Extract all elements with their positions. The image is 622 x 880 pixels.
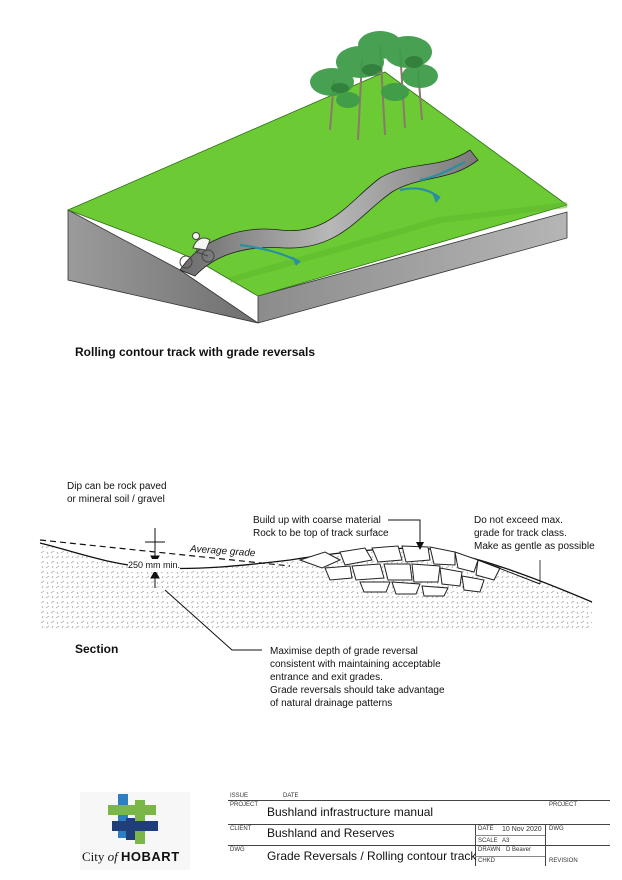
scale-label: SCALE xyxy=(478,838,498,844)
section-label: Section xyxy=(75,642,119,656)
date-label-2: DATE xyxy=(478,826,494,832)
date-label: DATE xyxy=(283,793,299,799)
dwg-label: DWG xyxy=(230,847,245,853)
trees-icon xyxy=(310,31,438,141)
scale-value: A3 xyxy=(502,838,510,844)
label-depth: 250 mm min. xyxy=(128,559,181,572)
drawn-value: D Beaver xyxy=(506,847,532,853)
project-label-right: PROJECT xyxy=(549,802,578,808)
track-surface xyxy=(179,149,479,277)
block-front-face xyxy=(257,211,568,324)
note-dip: Dip can be rock paved or mineral soil / … xyxy=(67,481,167,505)
chkd-label: CHKD xyxy=(478,858,496,864)
project-value: Bushland infrastructure manual xyxy=(267,805,434,819)
figure-caption: Rolling contour track with grade reversa… xyxy=(75,345,316,359)
client-label: CLIENT xyxy=(230,826,252,832)
note-grade: Do not exceed max. grade for track class… xyxy=(474,515,595,552)
issue-label: ISSUE xyxy=(230,793,249,799)
revision-label: REVISION xyxy=(549,858,578,864)
note-maximise: Maximise depth of grade reversal consist… xyxy=(270,646,445,709)
note-buildup: Build up with coarse material Rock to be… xyxy=(253,515,389,539)
logo-text: City of HOBART xyxy=(82,849,180,864)
client-value: Bushland and Reserves xyxy=(267,826,395,840)
drawn-label: DRAWN xyxy=(478,847,501,853)
dwg-label-right: DWG xyxy=(549,826,564,832)
date-value: 10 Nov 2020 xyxy=(502,826,542,833)
track-illustration xyxy=(66,31,568,324)
dwg-value: Grade Reversals / Rolling contour track xyxy=(267,849,477,863)
rock-fill xyxy=(298,545,501,597)
project-label: PROJECT xyxy=(230,802,259,808)
section-diagram xyxy=(39,519,593,651)
cyclist-icon xyxy=(179,232,215,269)
